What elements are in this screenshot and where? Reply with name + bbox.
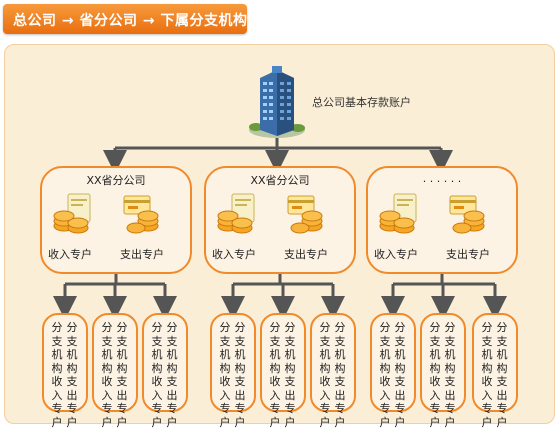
- income-account-label: 收入专户: [48, 248, 92, 261]
- card-coins-icon: [286, 192, 328, 238]
- expense-account-label: 支出专户: [284, 248, 328, 261]
- office-building-icon: [246, 64, 308, 140]
- income-account-label: 收入专户: [212, 248, 256, 261]
- sub-income-label: 分支机构收入专户: [379, 321, 391, 429]
- branch-box: XX省分公司 收入专户 支出专户: [40, 166, 192, 274]
- sub-expense-label: 分支机构支出专户: [166, 321, 178, 429]
- hq-account-label: 总公司基本存款账户: [312, 96, 411, 109]
- sub-branch-box: 分支机构收入专户 分支机构支出专户: [310, 313, 356, 429]
- branch-box: . . . . . . 收入专户 支出专户: [366, 166, 518, 274]
- sub-branch-box: 分支机构收入专户 分支机构支出专户: [42, 313, 88, 429]
- branch-box: XX省分公司 收入专户 支出专户: [204, 166, 356, 274]
- expense-account-label: 支出专户: [446, 248, 490, 261]
- coins-ledger-icon: [378, 192, 418, 238]
- sub-branch-box: 分支机构收入专户 分支机构支出专户: [210, 313, 256, 429]
- sub-expense-label: 分支机构支出专户: [116, 321, 128, 429]
- branch-title: XX省分公司: [86, 174, 146, 187]
- card-coins-icon: [448, 192, 490, 238]
- sub-expense-label: 分支机构支出专户: [66, 321, 78, 429]
- card-coins-icon: [122, 192, 164, 238]
- sub-branch-box: 分支机构收入专户 分支机构支出专户: [92, 313, 138, 429]
- sub-income-label: 分支机构收入专户: [429, 321, 441, 429]
- expense-account-label: 支出专户: [120, 248, 164, 261]
- sub-income-label: 分支机构收入专户: [219, 321, 231, 429]
- sub-income-label: 分支机构收入专户: [269, 321, 281, 429]
- coins-ledger-icon: [216, 192, 256, 238]
- sub-expense-label: 分支机构支出专户: [234, 321, 246, 429]
- sub-income-label: 分支机构收入专户: [151, 321, 163, 429]
- sub-expense-label: 分支机构支出专户: [334, 321, 346, 429]
- sub-branch-box: 分支机构收入专户 分支机构支出专户: [142, 313, 188, 429]
- income-account-label: 收入专户: [374, 248, 418, 261]
- sub-branch-box: 分支机构收入专户 分支机构支出专户: [420, 313, 466, 429]
- sub-branch-box: 分支机构收入专户 分支机构支出专户: [472, 313, 518, 429]
- sub-income-label: 分支机构收入专户: [319, 321, 331, 429]
- sub-expense-label: 分支机构支出专户: [444, 321, 456, 429]
- sub-branch-box: 分支机构收入专户 分支机构支出专户: [370, 313, 416, 429]
- sub-expense-label: 分支机构支出专户: [394, 321, 406, 429]
- sub-expense-label: 分支机构支出专户: [496, 321, 508, 429]
- branch-title: XX省分公司: [250, 174, 310, 187]
- branch-title: . . . . . .: [422, 172, 462, 185]
- page-title: 总公司 → 省分公司 → 下属分支机构: [13, 13, 248, 29]
- sub-income-label: 分支机构收入专户: [101, 321, 113, 429]
- sub-income-label: 分支机构收入专户: [481, 321, 493, 429]
- sub-expense-label: 分支机构支出专户: [284, 321, 296, 429]
- sub-branch-box: 分支机构收入专户 分支机构支出专户: [260, 313, 306, 429]
- coins-ledger-icon: [52, 192, 92, 238]
- header-banner: 总公司 → 省分公司 → 下属分支机构: [3, 4, 247, 34]
- sub-income-label: 分支机构收入专户: [51, 321, 63, 429]
